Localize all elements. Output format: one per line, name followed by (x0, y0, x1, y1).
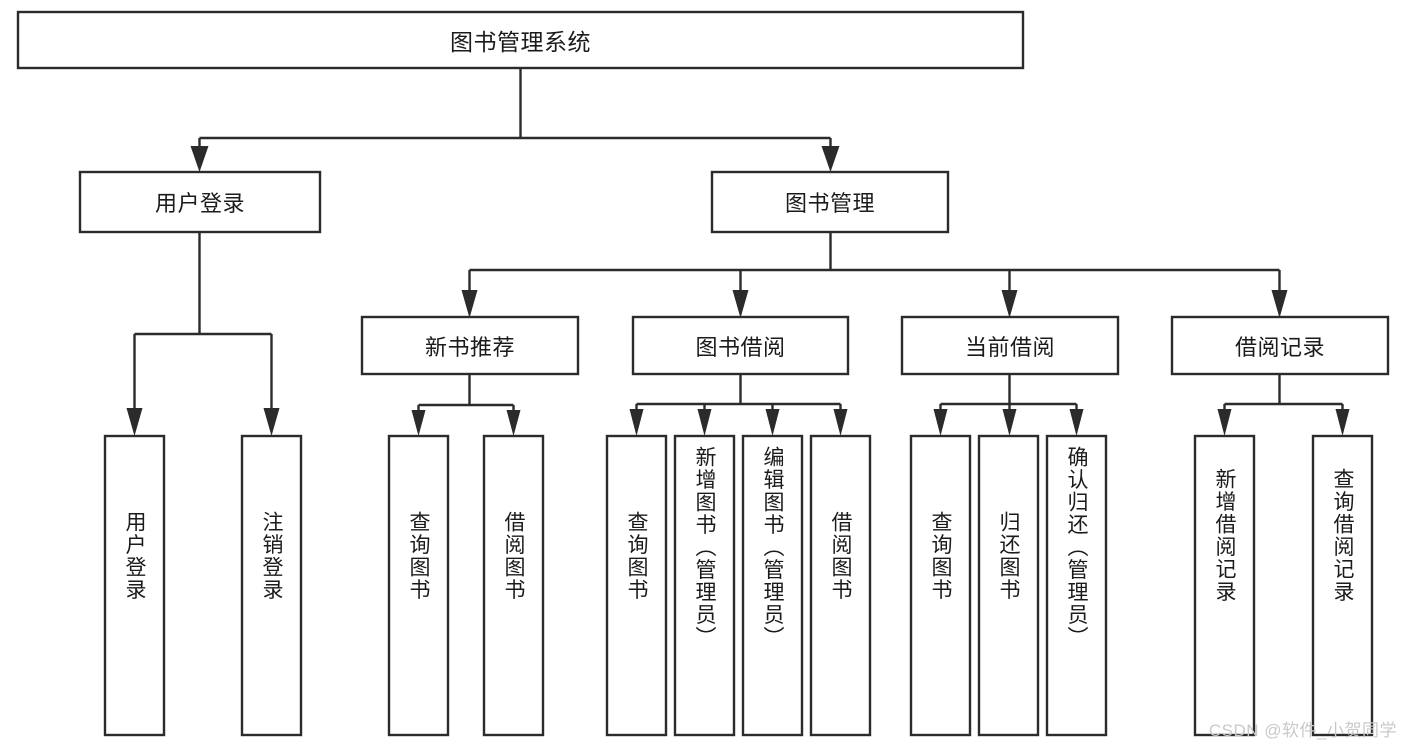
arrow-records-leaf1 (1217, 409, 1232, 436)
arrow-borrow-leaf2 (697, 409, 712, 436)
arrow-borrow-leaf4 (833, 409, 848, 436)
node-box-leaf-current-1[interactable] (909, 434, 972, 737)
arrow-new-book-leaf2 (506, 410, 521, 436)
arrow-records-leaf2 (1335, 409, 1350, 436)
node-box-leaf-user-login-2[interactable] (240, 434, 303, 737)
arrow-new-book-leaf1 (411, 410, 426, 436)
node-box-leaf-current-3[interactable] (1045, 434, 1108, 737)
arrow-user-login-leaf1 (126, 408, 143, 436)
node-box-leaf-records-2[interactable] (1311, 434, 1374, 737)
arrow-current-leaf3 (1069, 409, 1084, 436)
node-box-leaf-new-book-2[interactable] (482, 434, 545, 737)
arrow-book-mgmt-to-new-book (461, 290, 478, 318)
node-box-leaf-current-2[interactable] (977, 434, 1040, 737)
node-box-leaf-borrow-4[interactable] (809, 434, 872, 737)
node-box-leaf-borrow-3[interactable] (741, 434, 804, 737)
node-box-book-borrow[interactable] (631, 315, 850, 376)
arrow-borrow-leaf1 (629, 409, 644, 436)
arrow-book-mgmt-to-borrow (732, 290, 749, 318)
connector-group-root (190, 68, 840, 172)
connector-group-records (1217, 374, 1350, 436)
arrow-current-leaf1 (933, 409, 948, 436)
arrow-root-to-user-login (190, 146, 209, 172)
node-box-book-management[interactable] (710, 170, 950, 234)
connector-group-book-mgmt (461, 232, 1288, 318)
node-box-current-borrow[interactable] (900, 315, 1120, 376)
node-box-leaf-borrow-1[interactable] (605, 434, 668, 737)
arrow-user-login-leaf2 (263, 408, 280, 436)
arrow-root-to-book-mgmt (821, 146, 840, 172)
node-box-user-login[interactable] (78, 170, 322, 234)
connector-group-borrow (629, 374, 848, 436)
arrow-book-mgmt-to-current (1001, 290, 1018, 318)
arrow-current-leaf2 (1002, 409, 1017, 436)
connector-group-current (933, 374, 1084, 436)
node-box-borrow-records[interactable] (1170, 315, 1390, 376)
node-box-leaf-borrow-2[interactable] (673, 434, 736, 737)
node-box-leaf-new-book-1[interactable] (387, 434, 450, 737)
node-box-leaf-user-login-1[interactable] (103, 434, 166, 737)
arrow-book-mgmt-to-records (1271, 290, 1288, 318)
node-box-leaf-records-1[interactable] (1193, 434, 1256, 737)
node-box-new-book-recommend[interactable] (360, 315, 580, 376)
connector-group-new-book (411, 374, 521, 436)
connector-group-user-login (126, 232, 280, 436)
node-box-root[interactable] (16, 10, 1025, 70)
arrow-borrow-leaf3 (765, 409, 780, 436)
